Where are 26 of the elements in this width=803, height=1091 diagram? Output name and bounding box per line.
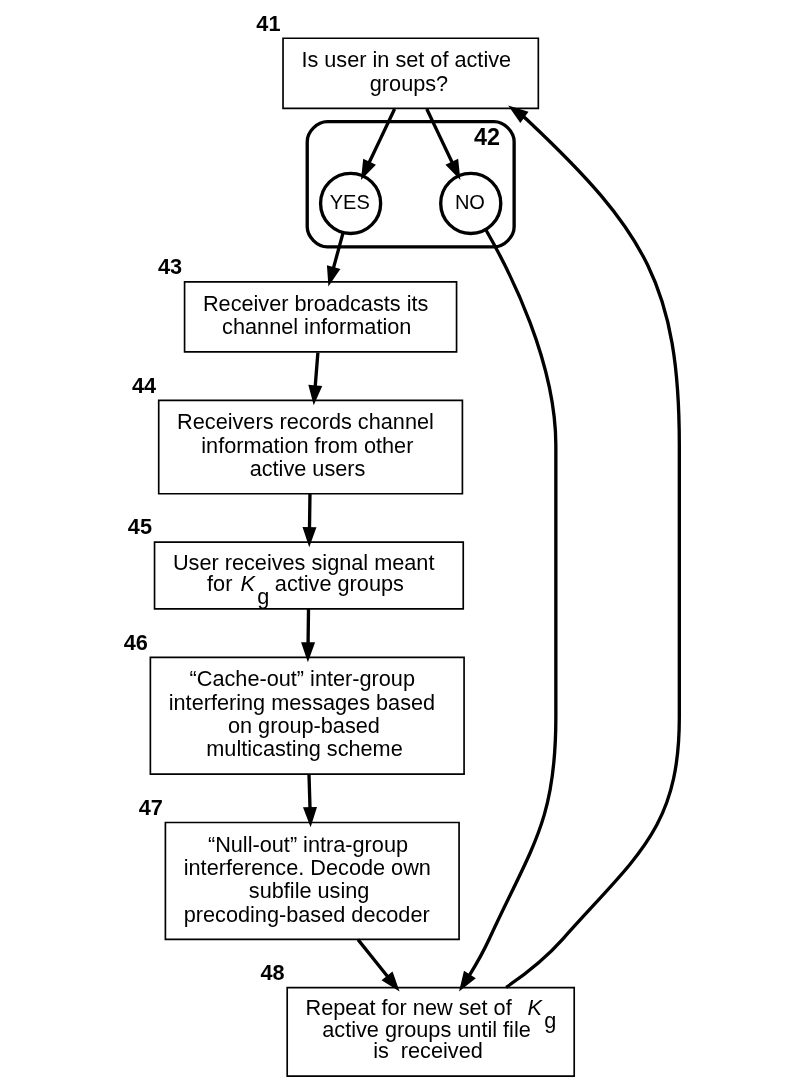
arrow xyxy=(425,108,461,180)
node-box: Receivers records channel information from other active users xyxy=(157,399,464,495)
node-label: 42 xyxy=(474,124,501,151)
node-label: 45 xyxy=(127,514,152,540)
arrow xyxy=(505,105,681,989)
node-box: “Null-out” intra-group interference. Decode own subfile using precoding-based decoder xyxy=(164,821,460,941)
node-label: 43 xyxy=(157,254,183,280)
node-box: Is user in set of active groups? xyxy=(282,37,540,110)
node-circle: YES xyxy=(318,171,383,236)
node-label: 47 xyxy=(138,794,163,820)
node-label: 46 xyxy=(123,629,148,655)
arrow xyxy=(302,493,317,548)
arrow xyxy=(459,229,558,992)
node-box: Receiver broadcasts its channel information xyxy=(183,281,458,353)
arrow xyxy=(356,938,400,992)
arrow xyxy=(301,608,316,663)
node-circle: NO xyxy=(439,171,503,236)
arrow xyxy=(360,108,397,180)
arrow xyxy=(326,232,345,287)
node-label: 41 xyxy=(256,10,281,36)
node-label: 48 xyxy=(260,960,285,986)
cluster xyxy=(305,120,516,249)
node-label: 44 xyxy=(132,372,157,398)
arrow xyxy=(303,774,317,828)
arrow xyxy=(308,352,323,406)
node-box: “Cache-out” inter-group interfering messages based on group-based multicasting scheme xyxy=(149,656,465,775)
